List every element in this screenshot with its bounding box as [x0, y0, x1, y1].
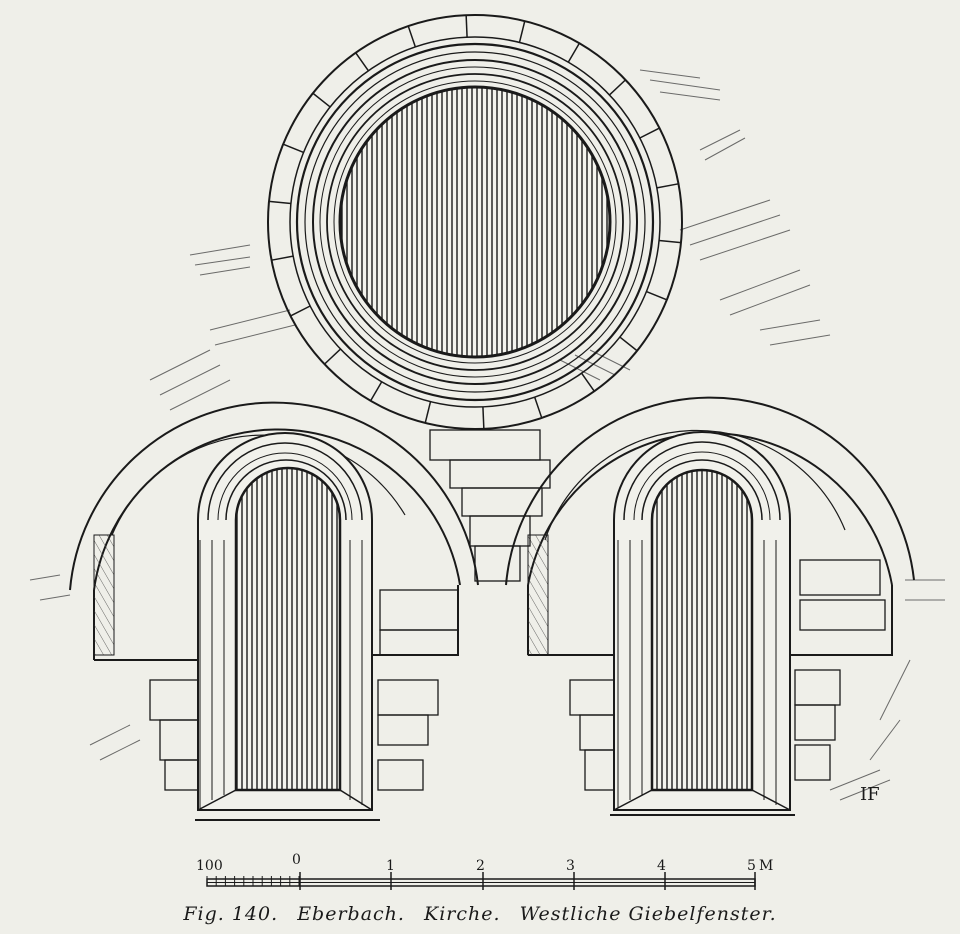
rose-window	[267, 14, 683, 430]
scale-label-0: 0	[292, 852, 301, 868]
scale-label-5: 5	[747, 858, 756, 874]
scale-unit: M	[759, 858, 773, 874]
artist-monogram: IF	[860, 784, 880, 805]
scale-label-100: 100	[196, 858, 223, 874]
figure-description: Westliche Giebelfenster.	[519, 903, 777, 925]
masonry-blocks	[149, 429, 886, 791]
scale-minor-ticks	[206, 876, 300, 886]
scale-label-3: 3	[566, 858, 575, 874]
scale-bar	[206, 872, 756, 890]
scale-label-2: 2	[476, 858, 485, 874]
scale-major-ticks	[299, 872, 756, 890]
figure-number: Fig. 140.	[183, 903, 279, 925]
svg-text:IF: IF	[860, 784, 880, 805]
scale-label-4: 4	[657, 858, 666, 874]
rose-voussoir-joints	[268, 15, 682, 429]
figure-caption: Fig. 140. Eberbach. Kirche. Westliche Gi…	[0, 903, 960, 925]
scale-label-1: 1	[386, 858, 395, 874]
left-window	[69, 401, 479, 821]
scale-labels: 100 0 1 2 3 4 5 M	[196, 852, 773, 874]
figure-place: Eberbach.	[297, 903, 405, 925]
figure-building: Kirche.	[424, 903, 501, 925]
wall-hatching	[29, 69, 945, 801]
right-window	[505, 396, 915, 816]
